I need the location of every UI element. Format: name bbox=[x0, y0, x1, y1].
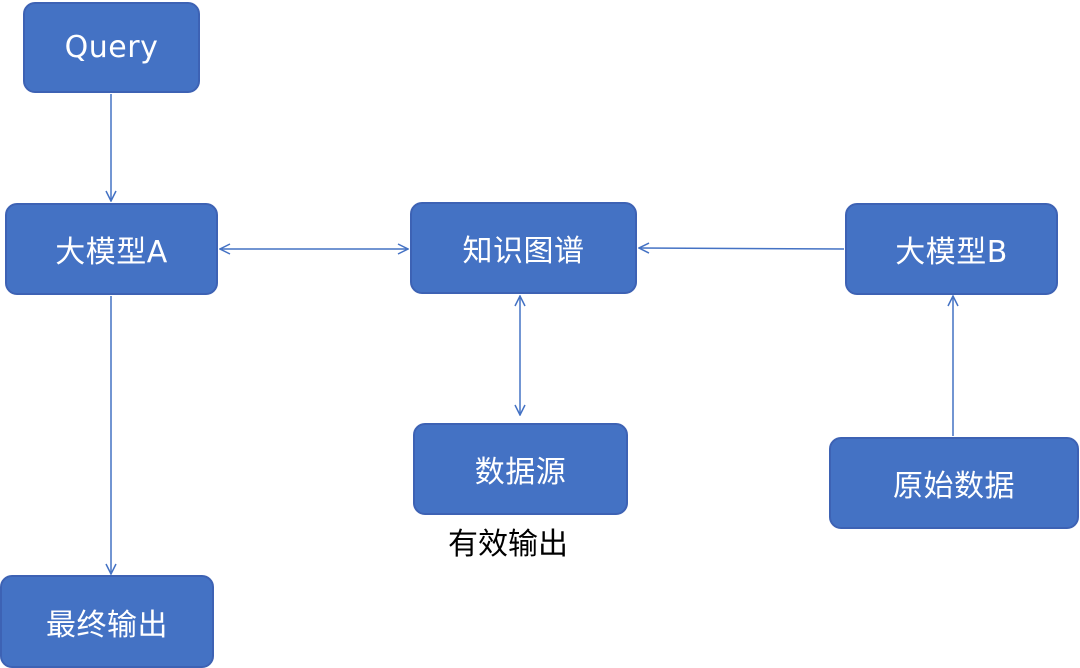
node-final-output-label: 最终输出 bbox=[46, 607, 168, 643]
node-model-b: 大模型B bbox=[845, 203, 1058, 295]
effective-output-label: 有效输出 bbox=[448, 527, 568, 562]
node-query-label: Query bbox=[64, 30, 159, 65]
node-raw-data-label: 原始数据 bbox=[893, 469, 1015, 504]
edge-model-b-to-knowledge-graph bbox=[639, 248, 845, 249]
node-knowledge-graph: 知识图谱 bbox=[410, 202, 637, 294]
node-model-b-label: 大模型B bbox=[895, 235, 1008, 270]
node-data-source: 数据源 bbox=[413, 423, 628, 515]
node-raw-data: 原始数据 bbox=[829, 437, 1079, 529]
node-model-a: 大模型A bbox=[5, 203, 218, 295]
node-model-a-label: 大模型A bbox=[55, 235, 168, 270]
node-query: Query bbox=[23, 2, 200, 93]
node-data-source-label: 数据源 bbox=[474, 455, 567, 490]
node-knowledge-graph-label: 知识图谱 bbox=[462, 234, 585, 269]
node-final-output: 最终输出 bbox=[0, 575, 214, 668]
